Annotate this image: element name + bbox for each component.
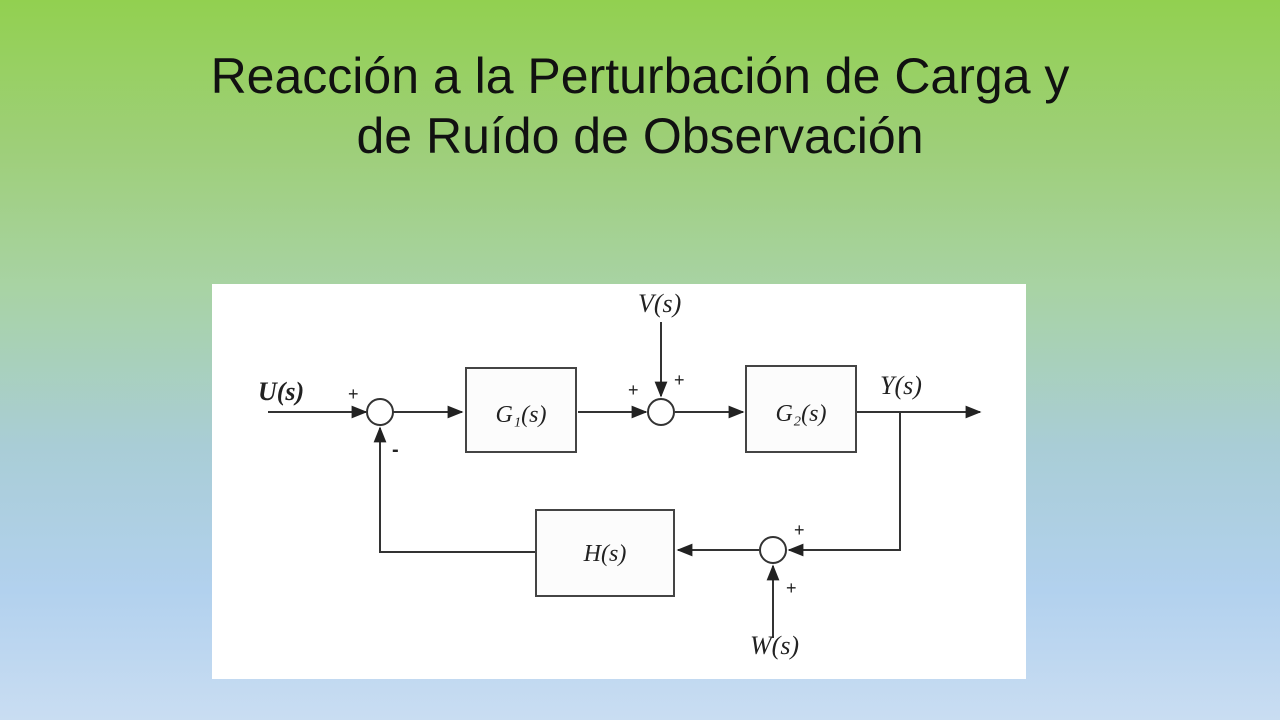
block-g1: G₁(s) (465, 367, 577, 453)
block-diagram: G₁(s) G₂(s) H(s) U(s) V(s) Y(s) W(s) + -… (212, 284, 1026, 679)
block-g2: G₂(s) (745, 365, 857, 453)
title-line-1: Reacción a la Perturbación de Carga y (210, 48, 1070, 104)
noise-signal-label: W(s) (750, 631, 799, 660)
block-g1-label: G₁(s) (496, 402, 547, 428)
output-signal-label: Y(s) (880, 371, 922, 400)
slide-title: Reacción a la Perturbación de Carga y de… (0, 46, 1280, 166)
sum2-top-plus-sign: + (674, 370, 685, 390)
sum1-plus-sign: + (348, 384, 359, 404)
sum3-right-plus-sign: + (794, 520, 805, 540)
sum1-minus-sign: - (392, 439, 399, 461)
input-signal-label: U(s) (258, 377, 304, 406)
block-h: H(s) (535, 509, 675, 597)
block-g2-label: G₂(s) (776, 401, 827, 427)
summing-junction-2 (647, 398, 675, 426)
output-feedback-wire (787, 412, 901, 557)
block-diagram-svg: G₁(s) G₂(s) H(s) U(s) V(s) Y(s) W(s) + -… (258, 289, 982, 660)
block-h-label: H(s) (583, 541, 627, 567)
feedback-wire (373, 426, 538, 553)
disturbance-signal-label: V(s) (638, 289, 681, 318)
sum2-left-plus-sign: + (628, 380, 639, 400)
summing-junction-3 (759, 536, 787, 564)
title-line-2: de Ruído de Observación (356, 108, 924, 164)
summing-junction-1 (366, 398, 394, 426)
sum3-bottom-plus-sign: + (786, 578, 797, 598)
